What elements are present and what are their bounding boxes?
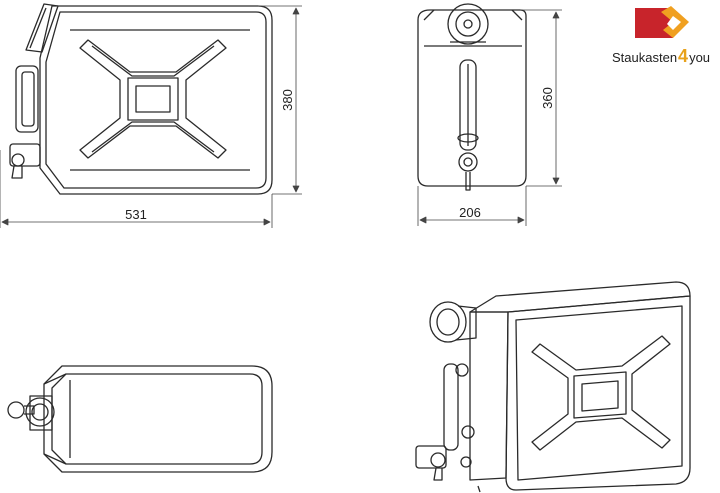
front-width-label: 206 — [459, 205, 481, 220]
side-view — [9, 3, 273, 195]
front-view — [417, 3, 527, 191]
side-width-label: 531 — [125, 207, 147, 222]
side-dimension-lines — [0, 5, 302, 228]
isometric-view — [415, 281, 691, 493]
brand-name-digit: 4 — [678, 46, 689, 66]
front-dimension-lines — [417, 9, 562, 226]
brand-name-part1: Staukasten — [612, 50, 678, 65]
brand-name: Staukasten4you — [612, 46, 710, 67]
side-height-label: 380 — [280, 89, 295, 111]
staukasten-logo-icon — [635, 6, 689, 38]
top-view — [7, 365, 273, 473]
brand-name-part2: you — [689, 50, 711, 65]
front-height-label: 360 — [540, 87, 555, 109]
